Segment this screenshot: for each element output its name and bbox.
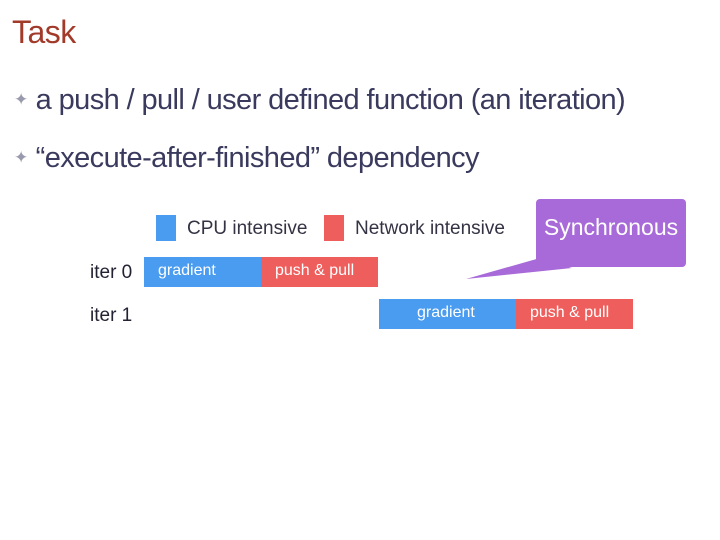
legend-label-cpu: CPU intensive bbox=[187, 218, 308, 239]
bullet-marker-icon: ✦ bbox=[14, 148, 28, 167]
legend-swatch-network bbox=[324, 215, 344, 241]
legend-label-network: Network intensive bbox=[355, 218, 505, 239]
bullet-item-2: ✦ “execute-after-finished” dependency bbox=[14, 142, 480, 175]
slide-title: Task bbox=[12, 14, 76, 50]
bullet-text: “execute-after-finished” dependency bbox=[35, 142, 480, 174]
bullet-marker-icon: ✦ bbox=[14, 90, 28, 109]
iter-1-push-pull-bar: push & pull bbox=[516, 299, 633, 329]
synchronous-callout bbox=[536, 199, 686, 267]
iter-1-gradient-bar: gradient bbox=[379, 299, 516, 329]
iter-0-gradient-bar: gradient bbox=[144, 257, 261, 287]
bullet-item-1: ✦ a push / pull / user defined function (… bbox=[14, 84, 626, 117]
iter-1-label: iter 1 bbox=[90, 305, 133, 326]
synchronous-callout-text: Synchronous bbox=[543, 214, 679, 240]
bullet-text: a push / pull / user defined function (a… bbox=[35, 84, 626, 116]
iter-0-label: iter 0 bbox=[90, 262, 133, 283]
iter-0-push-pull-bar: push & pull bbox=[261, 257, 378, 287]
legend-swatch-cpu bbox=[156, 215, 176, 241]
